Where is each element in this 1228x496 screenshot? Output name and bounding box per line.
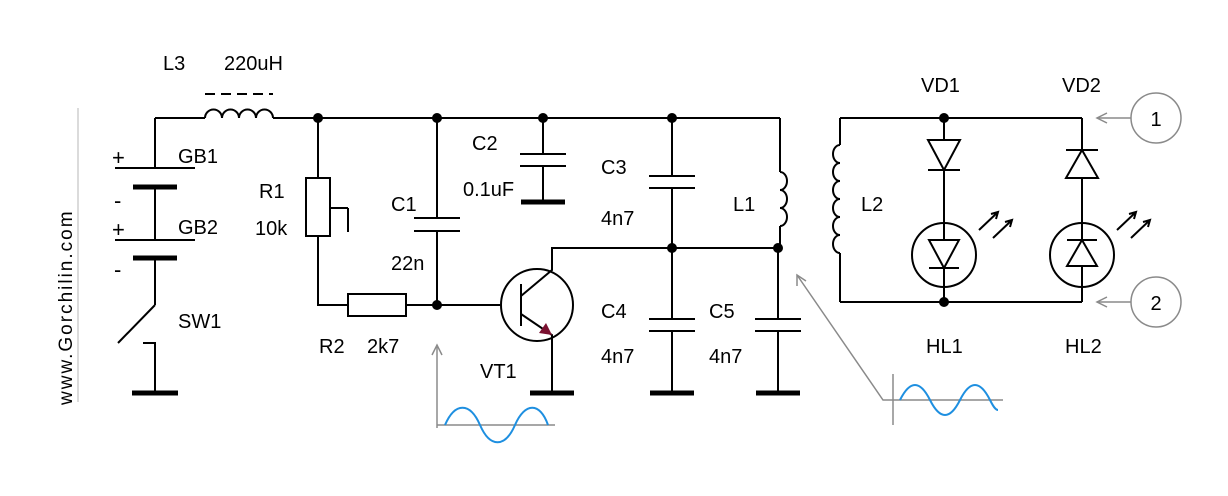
label-r1: R1 — [259, 181, 285, 203]
label-c4-value: 4n7 — [601, 346, 634, 368]
terminal-marker-1 — [1130, 92, 1182, 144]
terminal-marker-2-label: 2 — [1150, 293, 1161, 315]
label-c3-value: 4n7 — [601, 208, 634, 230]
label-l3: L3 — [163, 53, 185, 75]
label-c5-value: 4n7 — [709, 346, 742, 368]
label-hl1: HL1 — [926, 336, 963, 358]
label-gb1-plus: + — [112, 145, 125, 170]
label-sw1: SW1 — [178, 311, 221, 333]
label-r1-value: 10k — [255, 218, 288, 240]
label-gb1-minus: - — [114, 188, 121, 213]
label-gb2-plus: + — [112, 217, 125, 242]
label-l1: L1 — [733, 194, 755, 216]
label-r2: R2 — [319, 336, 345, 358]
label-c1-value: 22n — [391, 253, 424, 275]
label-gb2: GB2 — [178, 217, 218, 239]
label-c1: C1 — [391, 194, 417, 216]
label-c4: C4 — [601, 301, 627, 323]
label-vd1: VD1 — [921, 75, 960, 97]
component-labels: L3 220uH + - + - GB1 GB2 SW1 R1 10k R2 2… — [112, 53, 1102, 383]
label-l3-value: 220uH — [224, 53, 283, 75]
waveform-collector — [899, 384, 999, 416]
label-vd2: VD2 — [1062, 75, 1101, 97]
label-c2-value: 0.1uF — [463, 179, 514, 201]
capacitors-c3-c4-c5 — [649, 118, 801, 396]
label-vt1: VT1 — [480, 361, 517, 383]
terminal-marker-1-label: 1 — [1150, 109, 1161, 131]
label-c3: C3 — [601, 157, 627, 179]
annotations: 1 2 — [431, 92, 1182, 444]
watermark: www.Gorchilin.com — [56, 209, 77, 406]
waveform-base — [444, 406, 549, 444]
junction-dots — [313, 113, 949, 310]
label-c5: C5 — [709, 301, 735, 323]
capacitors-c1-c2 — [414, 118, 566, 305]
label-gb2-minus: - — [114, 257, 121, 282]
power-section — [115, 93, 780, 396]
label-l2: L2 — [861, 194, 883, 216]
output-section — [832, 117, 1152, 303]
label-hl2: HL2 — [1065, 336, 1102, 358]
label-c2: C2 — [472, 133, 498, 155]
inductor-l1 — [779, 118, 788, 248]
resistors — [305, 118, 500, 317]
terminal-marker-2 — [1130, 276, 1182, 328]
label-gb1: GB1 — [178, 146, 218, 168]
label-r2-value: 2k7 — [367, 336, 399, 358]
transistor-vt1 — [500, 247, 780, 396]
